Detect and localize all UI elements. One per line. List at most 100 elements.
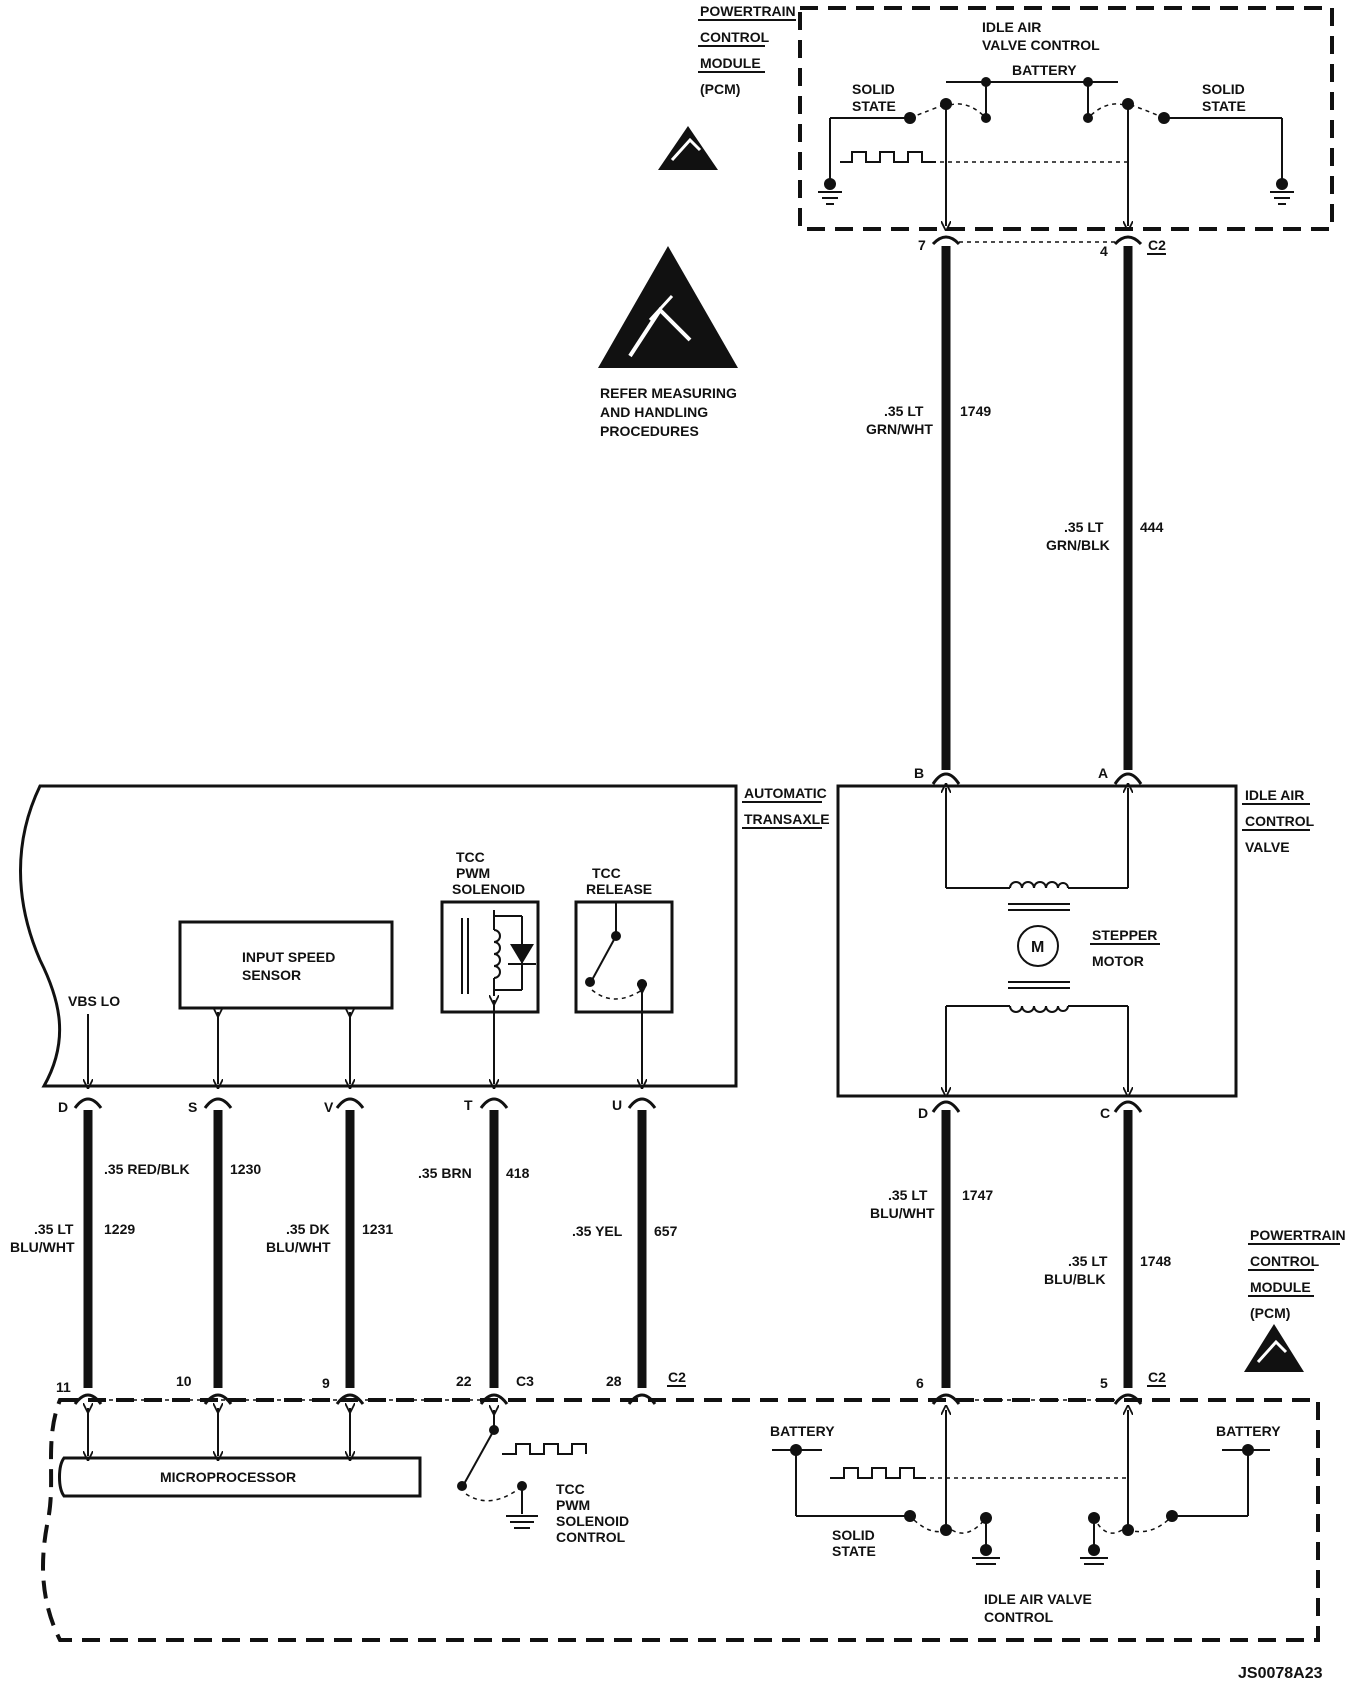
microprocessor-box — [58, 1456, 422, 1498]
esd-note-1: REFER MEASURING — [600, 385, 737, 401]
pcm-pin-9: 9 — [322, 1375, 330, 1391]
top-solid-state-left-2: STATE — [852, 98, 896, 114]
top-solid-state-right-2: STATE — [1202, 98, 1246, 114]
wire-1231: .35 DK BLU/WHT 1231 — [266, 1110, 393, 1388]
wire-1749-gauge: .35 LT — [884, 403, 924, 419]
wire-444: .35 LT GRN/BLK 444 — [1046, 246, 1164, 770]
idle-air-control-valve: IDLE AIR CONTROL VALVE B A M STEPPER MOT… — [836, 765, 1315, 1121]
wire-1230: .35 RED/BLK 1230 — [104, 1110, 261, 1388]
wire-1229: .35 LT BLU/WHT 1229 — [10, 1110, 135, 1388]
top-pcm: POWERTRAIN CONTROL MODULE (PCM) IDLE AIR… — [658, 3, 1334, 259]
top-pcm-boundary — [798, 6, 1334, 231]
wire-1749-circuit: 1749 — [960, 403, 991, 419]
wire-1747-gauge: .35 LT — [888, 1187, 928, 1203]
transaxle-title-1: AUTOMATIC — [744, 785, 827, 801]
iac-pin-d: D — [918, 1105, 928, 1121]
tcc-pwm-solenoid-1: TCC — [456, 849, 485, 865]
iac-title-3: VALVE — [1245, 839, 1290, 855]
wire-1748-circuit: 1748 — [1140, 1253, 1171, 1269]
figure-code: JS0078A23 — [1238, 1665, 1323, 1682]
transaxle-pin-d: D — [58, 1099, 68, 1115]
wire-657-gauge: .35 YEL — [572, 1223, 623, 1239]
transaxle-box — [19, 784, 738, 1088]
iac-pin-a: A — [1098, 765, 1108, 781]
wire-1747-color: BLU/WHT — [870, 1205, 935, 1221]
connector-c3: C3 — [516, 1373, 534, 1389]
bottom-pcm-title-1: POWERTRAIN — [1250, 1227, 1346, 1243]
bottom-pcm-title-3: MODULE — [1250, 1279, 1311, 1295]
top-idle-air-1: IDLE AIR — [982, 19, 1041, 35]
pcm-pin-28: 28 — [606, 1373, 622, 1389]
pin-7-label: 7 — [918, 237, 926, 253]
wire-1749: .35 LT GRN/WHT 1749 — [866, 246, 991, 770]
top-pcm-title-2: CONTROL — [700, 29, 770, 45]
wire-1229-circuit: 1229 — [104, 1221, 135, 1237]
top-solid-state-right-1: SOLID — [1202, 81, 1245, 97]
wire-657-circuit: 657 — [654, 1223, 678, 1239]
stepper-motor-label-2: MOTOR — [1092, 953, 1144, 969]
wire-444-circuit: 444 — [1140, 519, 1164, 535]
bottom-battery-right: BATTERY — [1216, 1423, 1281, 1439]
wire-1230-gauge: .35 RED/BLK — [104, 1161, 190, 1177]
top-solid-state-left-1: SOLID — [852, 81, 895, 97]
pcm-pin-6: 6 — [916, 1375, 924, 1391]
wire-1748: .35 LT BLU/BLK 1748 — [1044, 1110, 1171, 1388]
tcc-release-2: RELEASE — [586, 881, 652, 897]
input-speed-sensor-2: SENSOR — [242, 967, 301, 983]
wire-1231-circuit: 1231 — [362, 1221, 393, 1237]
bottom-pcm: POWERTRAIN CONTROL MODULE (PCM) 11 10 9 … — [41, 1227, 1346, 1642]
top-pcm-title-4: (PCM) — [700, 81, 740, 97]
connector-c2-left: C2 — [668, 1369, 686, 1385]
esd-warning-icon — [598, 246, 738, 368]
top-idle-air-2: VALVE CONTROL — [982, 37, 1100, 53]
transaxle-pin-v: V — [324, 1099, 334, 1115]
tcc-pwm-control-1: TCC — [556, 1481, 585, 1497]
bottom-pcm-boundary — [41, 1398, 1320, 1642]
stepper-motor-label-1: STEPPER — [1092, 927, 1157, 943]
bottom-solid-state-2: STATE — [832, 1543, 876, 1559]
wire-418: .35 BRN 418 — [418, 1110, 530, 1388]
wire-1229-gauge: .35 LT — [34, 1221, 74, 1237]
wire-1230-circuit: 1230 — [230, 1161, 261, 1177]
transaxle-pin-u: U — [612, 1097, 622, 1113]
iac-valve-box — [836, 784, 1238, 1098]
wire-1229-color: BLU/WHT — [10, 1239, 75, 1255]
wire-1749-color: GRN/WHT — [866, 421, 933, 437]
esd-small-icon-top — [658, 126, 718, 170]
iac-title-1: IDLE AIR — [1245, 787, 1304, 803]
transaxle-pin-s: S — [188, 1099, 197, 1115]
tcc-release-box — [574, 900, 674, 1014]
tcc-pwm-control-4: CONTROL — [556, 1529, 626, 1545]
automatic-transaxle: AUTOMATIC TRANSAXLE VBS LO INPUT SPEED S… — [19, 784, 830, 1115]
wire-444-gauge: .35 LT — [1064, 519, 1104, 535]
wire-1747-circuit: 1747 — [962, 1187, 993, 1203]
esd-small-icon-bottom — [1244, 1324, 1304, 1372]
stepper-motor-icon — [1017, 925, 1059, 967]
bottom-idle-air-1: IDLE AIR VALVE — [984, 1591, 1092, 1607]
pcm-pin-11: 11 — [56, 1379, 71, 1395]
connector-c2-right: C2 — [1148, 1369, 1166, 1385]
transaxle-pin-t: T — [464, 1097, 473, 1113]
top-pcm-title-1: POWERTRAIN — [700, 3, 796, 19]
esd-note-3: PROCEDURES — [600, 423, 699, 439]
bottom-solid-state-1: SOLID — [832, 1527, 875, 1543]
transaxle-title-2: TRANSAXLE — [744, 811, 830, 827]
esd-warning: REFER MEASURING AND HANDLING PROCEDURES — [598, 246, 738, 439]
vbs-lo-label: VBS LO — [68, 993, 120, 1009]
wire-444-color: GRN/BLK — [1046, 537, 1110, 553]
wire-1231-gauge: .35 DK — [286, 1221, 330, 1237]
wire-1231-color: BLU/WHT — [266, 1239, 331, 1255]
bottom-pcm-title-2: CONTROL — [1250, 1253, 1320, 1269]
bottom-battery-left: BATTERY — [770, 1423, 835, 1439]
top-battery: BATTERY — [1012, 62, 1077, 78]
iac-pin-c: C — [1100, 1105, 1110, 1121]
tcc-pwm-control-3: SOLENOID — [556, 1513, 629, 1529]
esd-note-2: AND HANDLING — [600, 404, 708, 420]
motor-symbol: M — [1031, 939, 1044, 956]
bottom-idle-air-2: CONTROL — [984, 1609, 1054, 1625]
wire-1747: .35 LT BLU/WHT 1747 — [870, 1110, 993, 1388]
pin-4-label: 4 — [1100, 243, 1108, 259]
bottom-pcm-title-4: (PCM) — [1250, 1305, 1290, 1321]
iac-pin-b: B — [914, 765, 924, 781]
